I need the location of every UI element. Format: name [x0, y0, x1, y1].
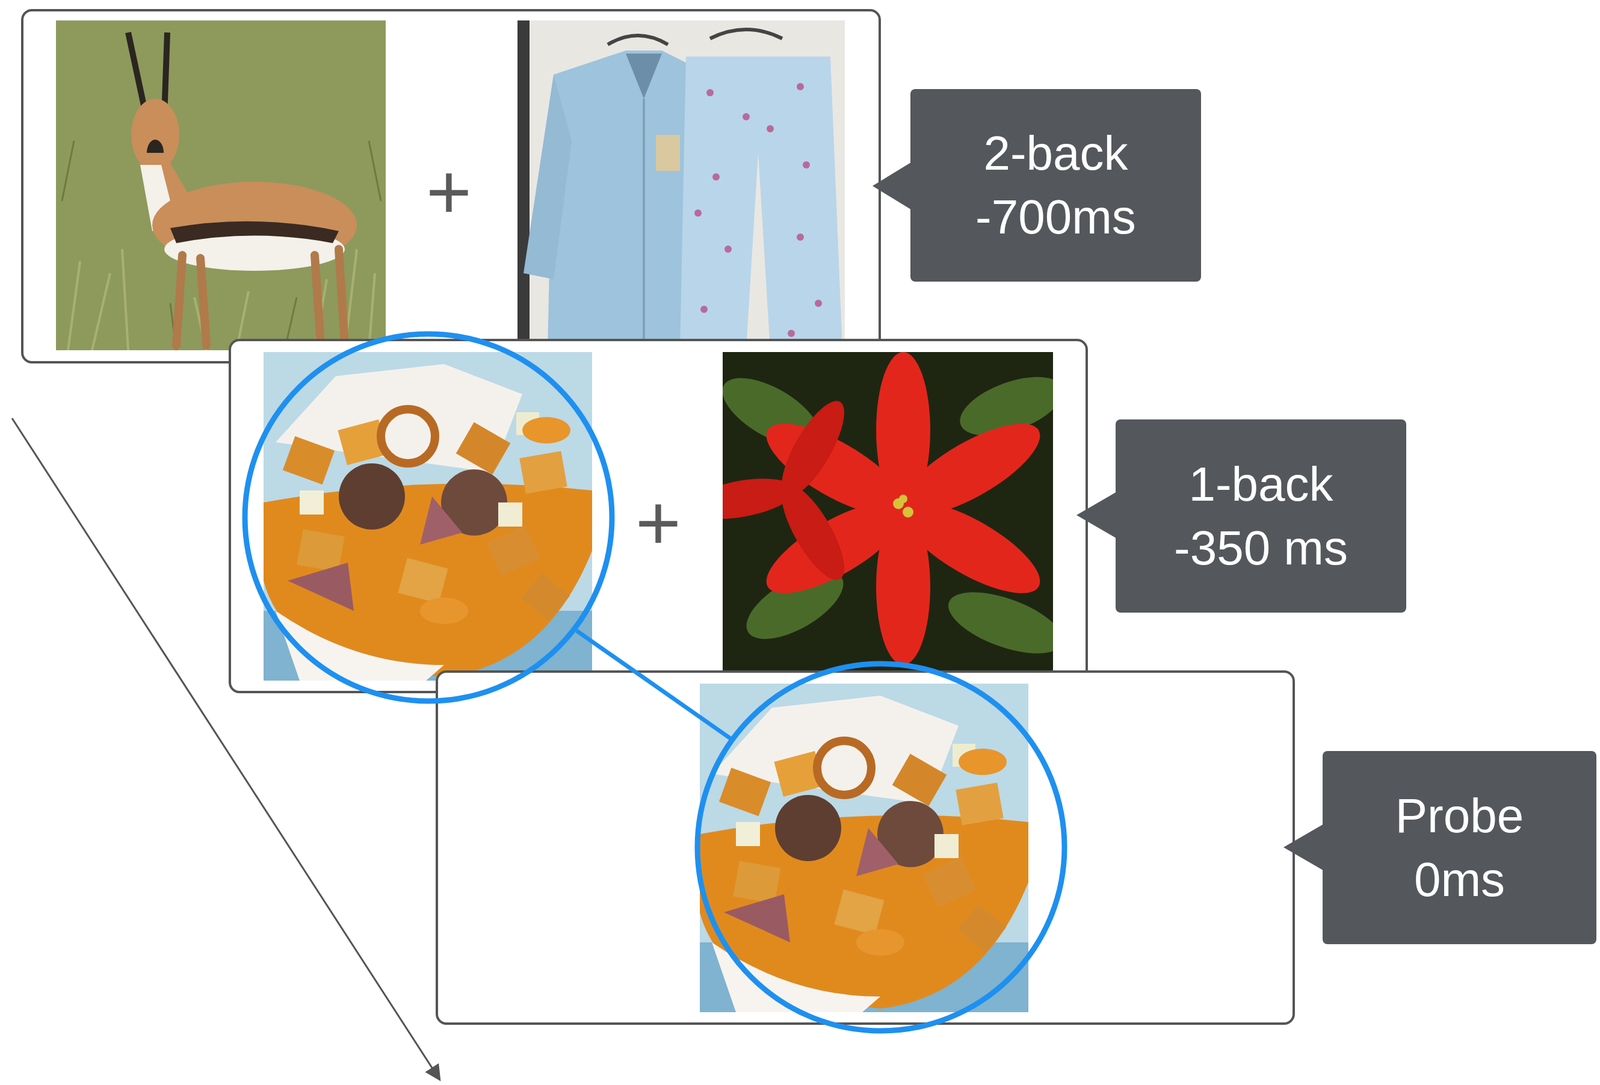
match-circle: [697, 663, 1065, 1031]
fixation-cross: +: [635, 483, 682, 562]
callout-text: 1-back -350 ms: [1139, 452, 1383, 580]
callout-text: 2-back -700ms: [934, 121, 1177, 249]
time-arrow: [12, 418, 440, 1079]
callout-box: 1-back -350 ms: [1115, 419, 1407, 613]
callout-pointer: [1076, 491, 1119, 540]
callout-pointer: [1283, 823, 1326, 872]
snack-photo: [263, 352, 593, 681]
callout-text: Probe 0ms: [1346, 784, 1573, 912]
callout-box: Probe 0ms: [1322, 750, 1597, 945]
trial-frame: [229, 339, 1087, 692]
gazelle-photo: [55, 20, 386, 351]
trial-frame: [436, 671, 1294, 1024]
snack-photo: [699, 683, 1029, 1013]
match-circle: [244, 333, 612, 702]
callout-box: 2-back -700ms: [910, 89, 1202, 282]
callout-pointer: [872, 161, 913, 211]
match-link: [576, 630, 733, 741]
fixation-cross: +: [426, 152, 472, 231]
poinsettia-photo: [684, 352, 1071, 671]
trial-frame: [22, 10, 880, 363]
pajamas-photo: [517, 20, 845, 351]
